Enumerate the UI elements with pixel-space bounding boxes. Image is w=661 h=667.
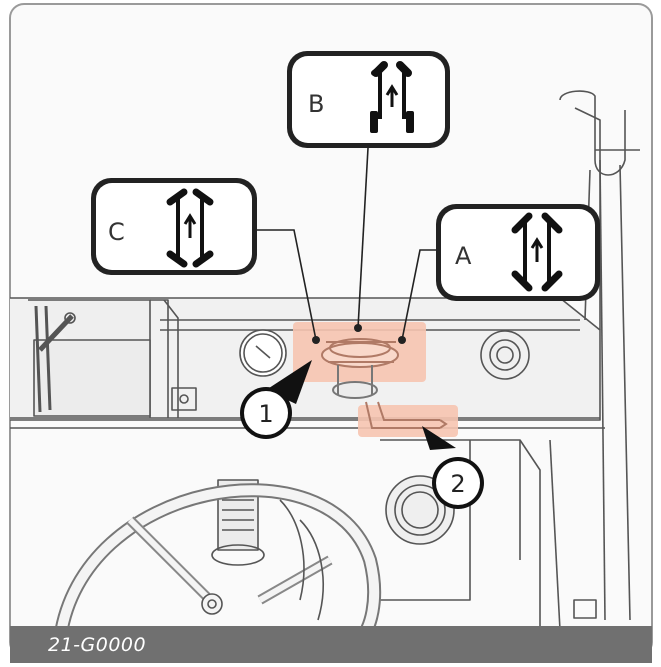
- mode-b-letter: B: [308, 90, 324, 118]
- mode-c-callout: C: [91, 178, 257, 275]
- mode-b-callout: B: [287, 51, 450, 148]
- figure-code: 21-G0000: [48, 634, 146, 656]
- mode-c-letter: C: [108, 218, 125, 246]
- callout-1-number: 1: [258, 400, 273, 428]
- mode-a-callout: A: [436, 204, 600, 301]
- callout-2-number: 2: [450, 470, 465, 498]
- mode-a-letter: A: [455, 242, 472, 270]
